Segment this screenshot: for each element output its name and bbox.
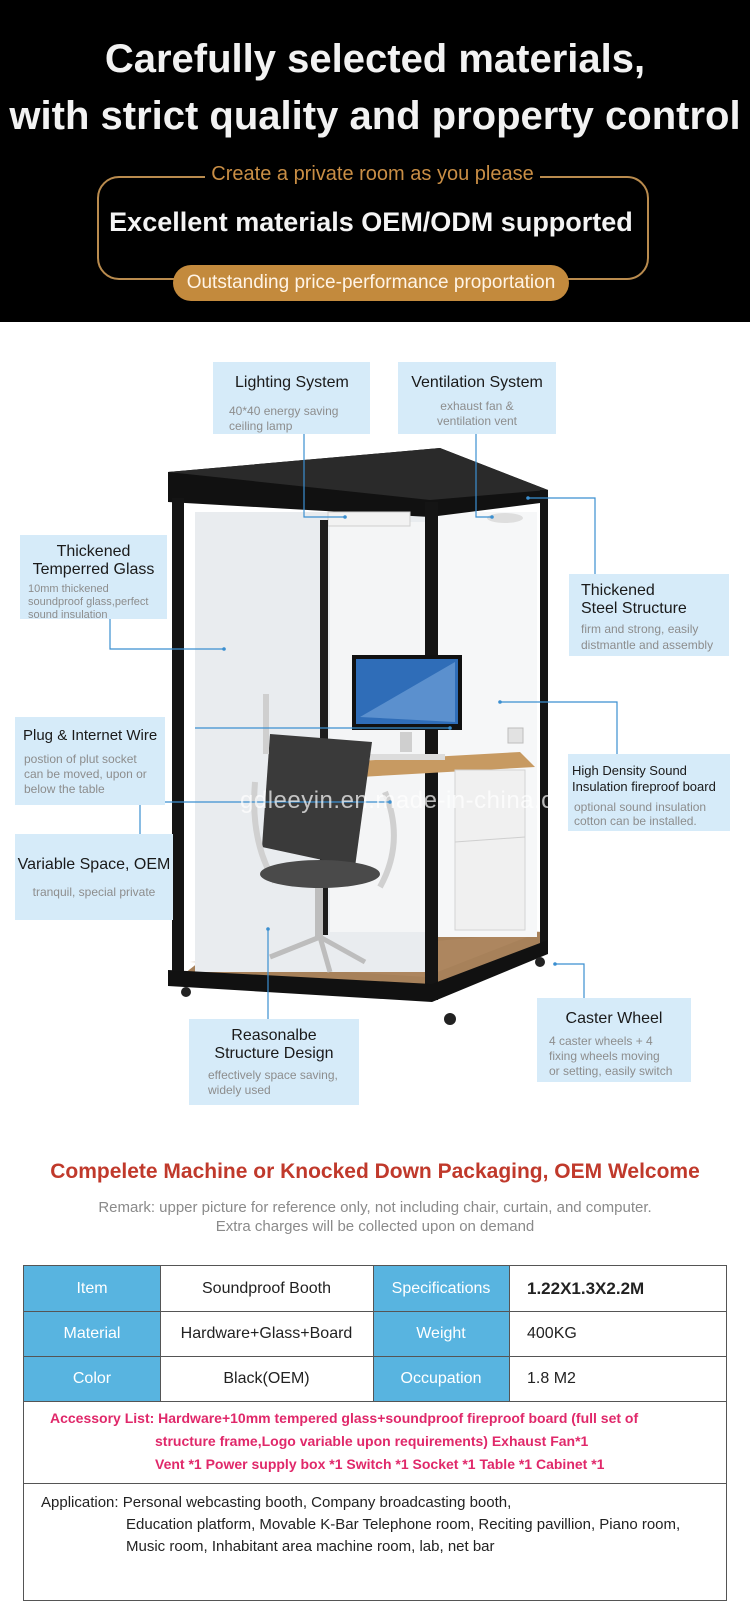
callout-plug-desc1: postion of plut socket	[24, 752, 137, 766]
callout-space-title: Variable Space, OEM	[17, 856, 171, 873]
callout-caster-desc2: fixing wheels moving	[549, 1049, 660, 1063]
application-line3: Music room, Inhabitant area machine room…	[126, 1538, 495, 1555]
callout-steel-desc2: distmantle and assembly	[581, 638, 714, 652]
callout-board-title1: High Density Sound	[572, 763, 687, 778]
callout-plug-desc2: can be moved, upon or	[24, 767, 147, 781]
accessory-list: Accessory List: Hardware+10mm tempered g…	[24, 1401, 726, 1483]
callout-glass-title2: Temperred Glass	[32, 561, 155, 578]
callout-space-desc1: tranquil, special private	[32, 885, 156, 899]
callout-steel-title1: Thickened	[581, 582, 655, 599]
remark-line2: Extra charges will be collected upon on …	[215, 1218, 535, 1235]
callout-plug-internet: Plug & Internet Wire postion of plut soc…	[15, 717, 165, 805]
callout-glass-title1: Thickened	[56, 543, 131, 560]
callout-caster-desc1: 4 caster wheels + 4	[549, 1034, 653, 1048]
spec-value-color: Black(OEM)	[223, 1369, 310, 1387]
callout-lighting-desc1: 40*40 energy saving	[229, 404, 339, 418]
accessory-line1: Accessory List: Hardware+10mm tempered g…	[50, 1410, 639, 1426]
table-divider	[24, 1483, 726, 1484]
banner-title-line1: Carefully selected materials,	[104, 37, 646, 81]
callout-board-desc2: cotton can be installed.	[574, 814, 697, 828]
table-divider	[24, 1311, 726, 1312]
spec-label-item: Item	[24, 1266, 160, 1311]
callout-glass-desc2: soundproof glass,perfect	[28, 596, 149, 608]
remark-line1: Remark: upper picture for reference only…	[98, 1199, 652, 1216]
header-banner: Carefully selected materials, with stric…	[0, 0, 750, 322]
spec-label-color: Color	[24, 1356, 160, 1401]
application-list: Application: Personal webcasting booth, …	[24, 1483, 726, 1601]
spec-label-material: Material	[24, 1311, 160, 1356]
callout-ventilation-desc1: exhaust fan &	[440, 399, 514, 413]
callout-lighting-title: Lighting System	[235, 374, 349, 391]
booth-diagram: gdleeyin.en.made-in-china.com Lighting S…	[0, 322, 750, 1142]
callout-plug-desc3: below the table	[24, 782, 105, 796]
callout-structure-title1: Reasonalbe	[231, 1027, 317, 1044]
booth-illustration	[109, 434, 618, 1025]
callout-steel-structure: Thickened Steel Structure firm and stron…	[569, 574, 729, 656]
callout-steel-title2: Steel Structure	[581, 600, 687, 617]
spec-value-occupation: 1.8 M2	[527, 1369, 576, 1387]
callout-ventilation-title: Ventilation System	[411, 374, 543, 391]
spec-value-specifications: 1.22X1.3X2.2M	[527, 1278, 645, 1298]
watermark: gdleeyin.en.made-in-china.com	[240, 787, 589, 814]
callout-ventilation-system: Ventilation System exhaust fan & ventila…	[398, 362, 556, 434]
callout-caster-title: Caster Wheel	[565, 1010, 663, 1027]
callout-tempered-glass: Thickened Temperred Glass 10mm thickened…	[20, 535, 167, 621]
callout-structure-desc2: widely used	[208, 1083, 271, 1097]
callout-steel-desc1: firm and strong, easily	[581, 622, 699, 636]
callout-lighting-desc2: ceiling lamp	[229, 419, 293, 433]
callout-structure-desc1: effectively space saving,	[208, 1068, 338, 1082]
callout-caster-desc3: or setting, easily switch	[549, 1064, 673, 1078]
spec-label-weight: Weight	[373, 1311, 509, 1356]
table-divider	[24, 1356, 726, 1357]
table-divider	[24, 1401, 726, 1402]
callout-structure-design: Reasonalbe Structure Design effectively …	[189, 1019, 359, 1105]
application-line2: Education platform, Movable K-Bar Teleph…	[126, 1516, 681, 1533]
callout-ventilation-desc2: ventilation vent	[436, 414, 518, 428]
spec-value-item: Soundproof Booth	[202, 1279, 331, 1297]
banner-title-line2: with strict quality and property control	[9, 94, 741, 138]
spec-value-material: Hardware+Glass+Board	[180, 1324, 353, 1342]
callout-lighting-system: Lighting System 40*40 energy saving ceil…	[213, 362, 370, 434]
banner-main-text: Excellent materials OEM/ODM supported	[109, 207, 633, 237]
application-line1: Application: Personal webcasting booth, …	[41, 1494, 512, 1511]
packaging-heading: Compelete Machine or Knocked Down Packag…	[50, 1160, 700, 1183]
callout-board-desc1: optional sound insulation	[574, 800, 707, 814]
table-divider	[160, 1266, 161, 1401]
callout-board-title2: Insulation fireproof board	[572, 779, 716, 794]
callout-caster-wheel: Caster Wheel 4 caster wheels + 4 fixing …	[537, 998, 691, 1082]
spec-value-weight: 400KG	[527, 1324, 577, 1342]
banner-caption: Create a private room as you please	[205, 160, 540, 188]
accessory-line2: structure frame,Logo variable upon requi…	[155, 1433, 589, 1449]
callout-glass-desc1: 10mm thickened	[28, 583, 109, 595]
spec-label-specifications: Specifications	[373, 1266, 509, 1311]
table-divider	[509, 1266, 510, 1401]
callout-glass-desc3: sound insulation	[28, 609, 108, 621]
callout-sound-insulation-board: High Density Sound Insulation fireproof …	[568, 754, 730, 831]
callout-variable-space: Variable Space, OEM tranquil, special pr…	[15, 834, 173, 920]
callout-plug-title: Plug & Internet Wire	[23, 727, 158, 744]
spec-label-occupation: Occupation	[373, 1356, 509, 1401]
accessory-line3: Vent *1 Power supply box *1 Switch *1 So…	[155, 1456, 605, 1472]
callout-structure-title2: Structure Design	[214, 1045, 334, 1062]
table-divider	[373, 1266, 374, 1401]
banner-pill: Outstanding price-performance proportati…	[173, 265, 569, 301]
spec-table: Item Soundproof Booth Specifications 1.2…	[23, 1265, 727, 1601]
